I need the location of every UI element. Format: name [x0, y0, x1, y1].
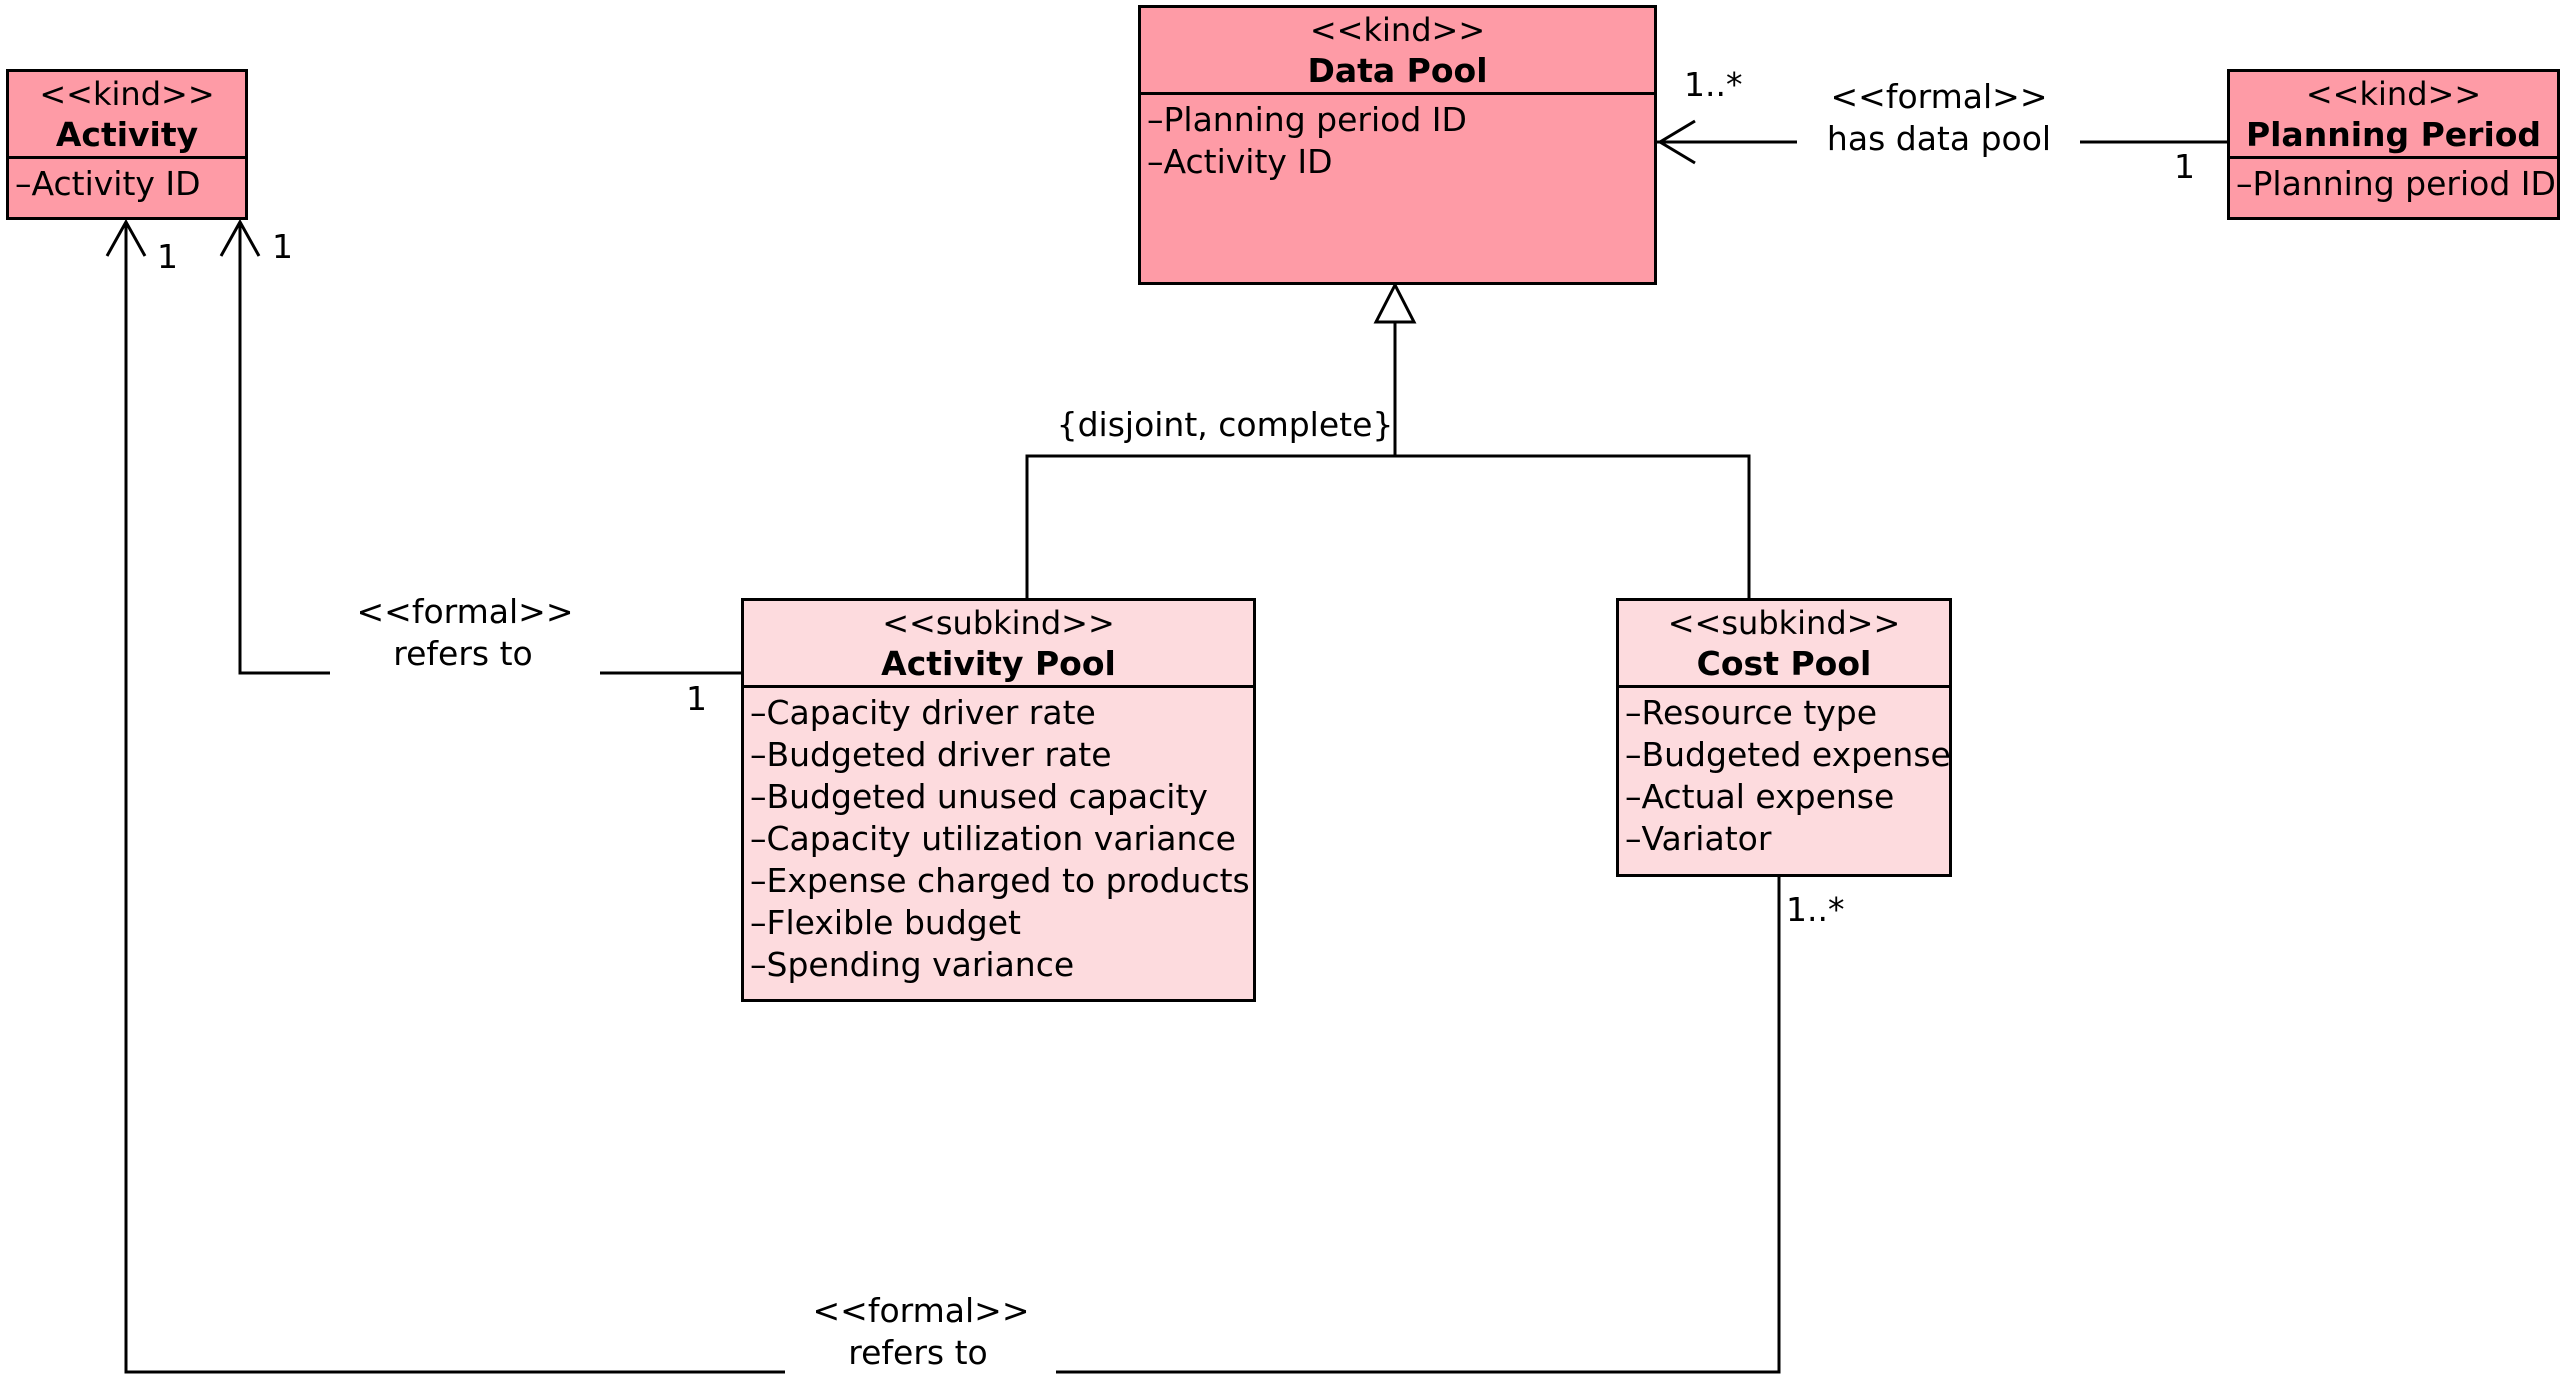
class-name: Cost Pool: [1696, 644, 1872, 683]
multiplicity-label: 1: [272, 227, 293, 266]
generalization-constraint-label: {disjoint, complete}: [1056, 405, 1394, 444]
open-arrowhead-activity-1: [219, 218, 261, 257]
class-attribute: Spending variance: [750, 944, 1253, 986]
multiplicity-label: 1: [157, 237, 178, 276]
open-arrowhead-data-pool: [1657, 119, 1696, 165]
class-stereotype: <<subkind>>: [882, 604, 1115, 642]
class-attribute: Capacity driver rate: [750, 692, 1253, 734]
class-name: Data Pool: [1307, 51, 1488, 90]
association-cost-pool-refers-to[interactable]: [105, 218, 1781, 1374]
class-activity[interactable]: <<kind>> Activity Activity ID: [6, 69, 248, 220]
class-cost-pool[interactable]: <<subkind>> Cost Pool Resource type Budg…: [1616, 598, 1952, 877]
class-name: Planning Period: [2245, 115, 2542, 154]
association-has-data-pool[interactable]: [1657, 119, 2227, 165]
class-data-pool[interactable]: <<kind>> Data Pool Planning period ID Ac…: [1138, 5, 1657, 285]
class-attribute: Actual expense: [1625, 776, 1949, 818]
association-stereotype-label: <<formal>>: [812, 1291, 1030, 1330]
class-stereotype: <<kind>>: [39, 75, 215, 113]
class-attribute: Activity ID: [1147, 141, 1654, 183]
class-attribute: Budgeted unused capacity: [750, 776, 1253, 818]
class-attribute: Resource type: [1625, 692, 1949, 734]
class-attribute: Expense charged to products: [750, 860, 1253, 902]
generalization-set: [1025, 281, 1751, 598]
class-name: Activity: [55, 115, 199, 154]
association-stereotype-label: <<formal>>: [356, 592, 574, 631]
class-attribute: Variator: [1625, 818, 1949, 860]
open-arrowhead-activity-2: [105, 218, 147, 257]
class-stereotype: <<kind>>: [2305, 75, 2482, 113]
multiplicity-label: 1: [686, 679, 707, 718]
generalization-line-activity-pool: [1025, 454, 1395, 598]
association-name-label: has data pool: [1826, 119, 2052, 158]
class-activity-pool[interactable]: <<subkind>> Activity Pool Capacity drive…: [741, 598, 1256, 1002]
multiplicity-label: 1..*: [1786, 890, 1845, 929]
class-attribute: Capacity utilization variance: [750, 818, 1253, 860]
multiplicity-label: 1..*: [1684, 65, 1743, 104]
generalization-line-cost-pool: [1395, 454, 1751, 598]
multiplicity-label: 1: [2174, 147, 2195, 186]
class-stereotype: <<kind>>: [1309, 11, 1486, 49]
class-attribute: Planning period ID: [1147, 99, 1654, 141]
class-planning-period[interactable]: <<kind>> Planning Period Planning period…: [2227, 69, 2560, 220]
generalization-arrowhead: [1373, 281, 1417, 324]
class-attribute: Flexible budget: [750, 902, 1253, 944]
class-name: Activity Pool: [881, 644, 1116, 683]
association-activity-pool-refers-to[interactable]: [219, 218, 741, 675]
association-name-label: refers to: [848, 1333, 988, 1372]
class-attribute: Activity ID: [15, 163, 245, 205]
association-stereotype-label: <<formal>>: [1830, 77, 2048, 116]
class-attribute: Budgeted driver rate: [750, 734, 1253, 776]
association-name-label: refers to: [393, 634, 533, 673]
class-attribute: Planning period ID: [2236, 163, 2557, 205]
class-attribute: Budgeted expense: [1625, 734, 1951, 776]
class-stereotype: <<subkind>>: [1667, 604, 1901, 642]
